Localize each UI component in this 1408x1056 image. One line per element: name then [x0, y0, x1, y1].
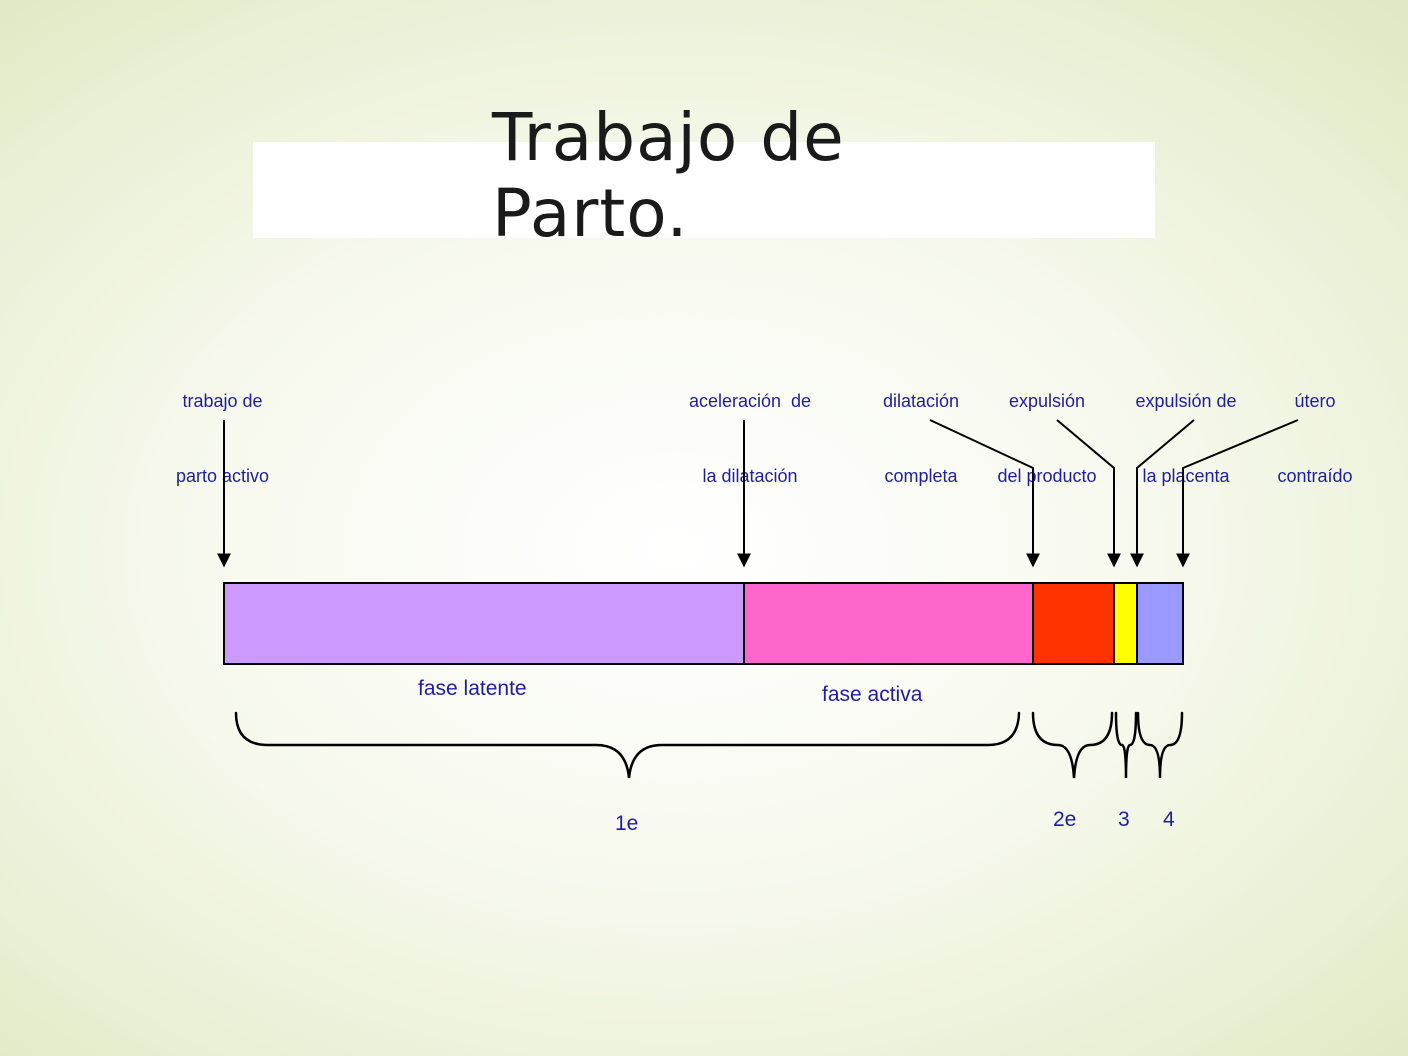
label-stage-3: 3	[1118, 808, 1130, 831]
brace-stage-4	[1136, 711, 1184, 779]
arrow-dilatacion-completa	[929, 419, 1040, 568]
segment-stage-2	[1032, 582, 1115, 665]
arrow-expulsion-placenta	[1130, 419, 1195, 568]
label-dilatacion-completa: dilatación completa	[882, 391, 960, 486]
segment-fase-latente	[223, 582, 745, 665]
label-stage-2: 2e	[1053, 808, 1077, 831]
label-expulsion-placenta: expulsión de la placenta	[1135, 391, 1237, 486]
arrow-expulsion-producto	[1056, 419, 1121, 568]
segment-stage-4	[1136, 582, 1184, 665]
segment-stage-3	[1113, 582, 1138, 665]
arrow-utero-contraido	[1176, 419, 1299, 568]
brace-stage-1	[234, 711, 1021, 779]
label-stage-4: 4	[1163, 808, 1175, 831]
title-banner	[253, 142, 1155, 238]
title-line-1: Trabajo de	[492, 99, 845, 176]
segment-fase-activa	[743, 582, 1034, 665]
label-expulsion-producto: expulsión del producto	[997, 391, 1097, 486]
brace-stage-2	[1031, 711, 1114, 779]
page-title: Trabajo de Parto.	[492, 100, 845, 252]
label-utero-contraido: útero contraído	[1277, 391, 1353, 486]
label-trabajo-parto-activo: trabajo de parto activo	[175, 391, 270, 486]
label-fase-latente: fase latente	[418, 677, 527, 700]
label-aceleracion-dilatacion: aceleración de la dilatación	[688, 391, 812, 486]
title-line-2: Parto.	[492, 175, 689, 252]
label-fase-activa: fase activa	[822, 683, 923, 706]
brace-stage-3	[1114, 711, 1138, 779]
label-stage-1: 1e	[615, 812, 639, 835]
